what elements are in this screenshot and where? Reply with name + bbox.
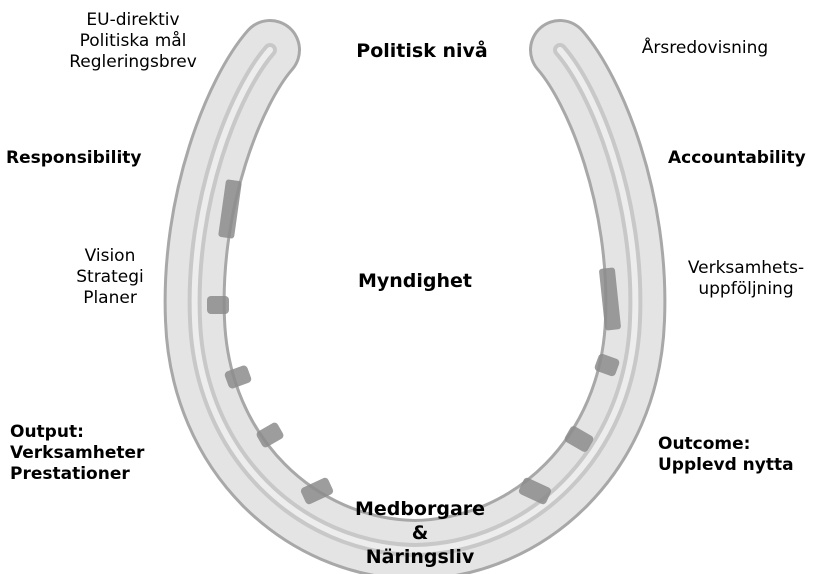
right-middle-list: Verksamhets- uppföljning bbox=[676, 258, 816, 300]
accountability-heading: Accountability bbox=[668, 148, 828, 169]
top-right-label: Årsredovisning bbox=[620, 38, 790, 59]
nail-hole bbox=[207, 296, 229, 314]
output-item: Verksamheter bbox=[10, 443, 200, 464]
top-left-item: Politiska mål bbox=[58, 31, 208, 52]
output-item: Output: bbox=[10, 422, 200, 443]
left-middle-item: Planer bbox=[60, 288, 160, 309]
center-label: Myndighet bbox=[330, 271, 500, 292]
responsibility-heading: Responsibility bbox=[6, 148, 176, 169]
output-item: Prestationer bbox=[10, 464, 200, 485]
outcome-item: Upplevd nytta bbox=[658, 455, 828, 476]
right-middle-item: uppföljning bbox=[676, 279, 816, 300]
top-left-list: EU-direktiv Politiska mål Regleringsbrev bbox=[58, 10, 208, 73]
output-list: Output: Verksamheter Prestationer bbox=[10, 422, 200, 485]
bottom-center-item: & bbox=[320, 521, 520, 545]
bottom-center-item: Medborgare bbox=[320, 497, 520, 521]
left-middle-list: Vision Strategi Planer bbox=[60, 246, 160, 309]
top-left-item: EU-direktiv bbox=[58, 10, 208, 31]
outcome-item: Outcome: bbox=[658, 434, 828, 455]
outcome-list: Outcome: Upplevd nytta bbox=[658, 434, 828, 476]
top-center-label: Politisk nivå bbox=[322, 41, 522, 62]
right-middle-item: Verksamhets- bbox=[676, 258, 816, 279]
bottom-center-list: Medborgare & Näringsliv bbox=[320, 497, 520, 569]
top-left-item: Regleringsbrev bbox=[58, 52, 208, 73]
left-middle-item: Vision bbox=[60, 246, 160, 267]
bottom-center-item: Näringsliv bbox=[320, 545, 520, 569]
left-middle-item: Strategi bbox=[60, 267, 160, 288]
